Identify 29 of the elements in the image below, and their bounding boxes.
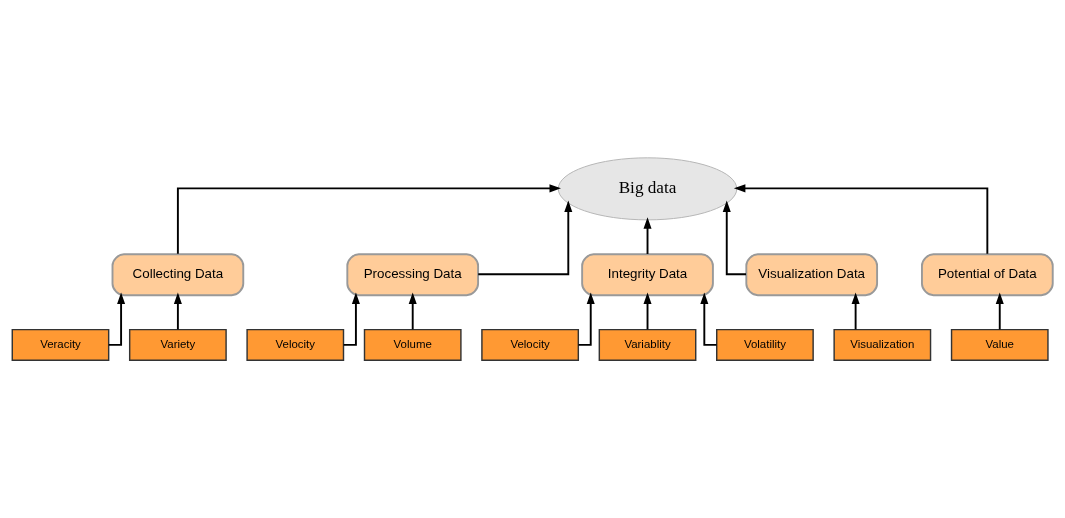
arrow [408, 292, 417, 331]
node-box: Veracity [11, 328, 110, 361]
arrow [643, 292, 652, 331]
arrow [577, 292, 595, 346]
node-box: Visualization [833, 328, 932, 361]
node-ellipse: Big data [557, 157, 738, 221]
node-box: Volatility [716, 328, 814, 361]
arrow [176, 184, 561, 255]
node-box: Collecting Data [111, 253, 245, 297]
node-box: Velocity [246, 328, 345, 361]
node-box: Visualization Data [745, 253, 879, 297]
node-box: Value [950, 328, 1049, 361]
arrow [722, 200, 747, 276]
arrow [342, 292, 360, 346]
arrow [733, 184, 989, 255]
node-box: Variety [128, 328, 227, 361]
arrow [851, 292, 860, 331]
node-box: Integrity Data [581, 253, 714, 297]
node-box: Velocity [481, 328, 580, 361]
node-box: Processing Data [346, 253, 480, 297]
arrow [173, 292, 182, 331]
arrow [700, 292, 718, 346]
node-box: Variablity [598, 328, 697, 361]
node-box: Volume [363, 328, 462, 361]
arrow [477, 200, 573, 276]
arrow [643, 217, 652, 255]
arrow [107, 292, 126, 346]
node-box: Potential of Data [921, 253, 1054, 297]
arrow [995, 292, 1004, 331]
